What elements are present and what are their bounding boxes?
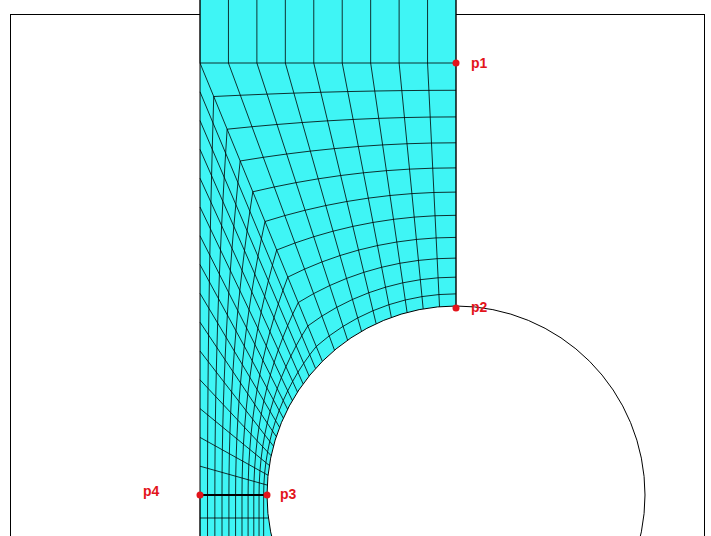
point-label: p4 [143,483,159,499]
point-label: p2 [471,299,487,315]
mesh-line [248,495,249,536]
mesh-line [399,0,400,63]
mesh-line [342,0,343,63]
point-markers [197,60,460,499]
mesh-line [200,293,280,427]
mesh-line [215,117,456,495]
mesh-line [254,258,456,495]
mesh-line [263,495,264,536]
mesh-line [248,237,456,495]
mesh-line [200,236,288,409]
mesh-line [235,495,236,536]
point-label: p1 [471,55,487,71]
mesh-line [200,63,322,361]
mesh-line [228,63,334,350]
mesh-line [207,495,208,536]
mesh-line [222,495,223,536]
mesh-line [259,277,456,495]
mesh-line [200,437,268,475]
hole-edge [267,306,645,536]
mesh-line [313,0,314,63]
mesh-line [200,518,268,519]
point-marker [453,60,460,67]
point-label: p3 [280,486,296,502]
mesh-line [236,192,456,495]
mesh-line [200,178,297,392]
plate-edge [456,0,457,308]
symmetry-line [200,494,267,496]
mesh-line [208,90,456,495]
mesh-line [342,63,391,317]
mesh-line [242,215,456,495]
mesh-line [200,351,273,446]
mesh-line [427,0,428,63]
mesh-line [285,0,286,63]
mesh-line [370,0,371,63]
mesh-line [399,63,423,309]
mesh-line [253,495,254,536]
plate-edge [200,0,201,536]
mesh-line [259,495,260,536]
point-marker [197,492,204,499]
mesh-line [241,495,242,536]
mesh-line [285,63,361,331]
mesh-line [428,63,440,307]
mesh-line [256,0,257,63]
mesh-line [200,495,267,496]
mesh-line [222,143,456,495]
mesh-line [200,63,456,64]
mesh-line [257,63,348,340]
mesh-line [228,0,229,63]
mesh-line [229,168,456,495]
point-marker [453,305,460,312]
mesh-lines [200,0,456,536]
mesh-line [264,294,456,495]
point-marker [264,492,271,499]
mesh-line [228,495,229,536]
mesh-line [214,495,215,536]
mesh-line [371,63,407,312]
mesh-line [314,63,376,324]
mesh-line [200,466,267,485]
